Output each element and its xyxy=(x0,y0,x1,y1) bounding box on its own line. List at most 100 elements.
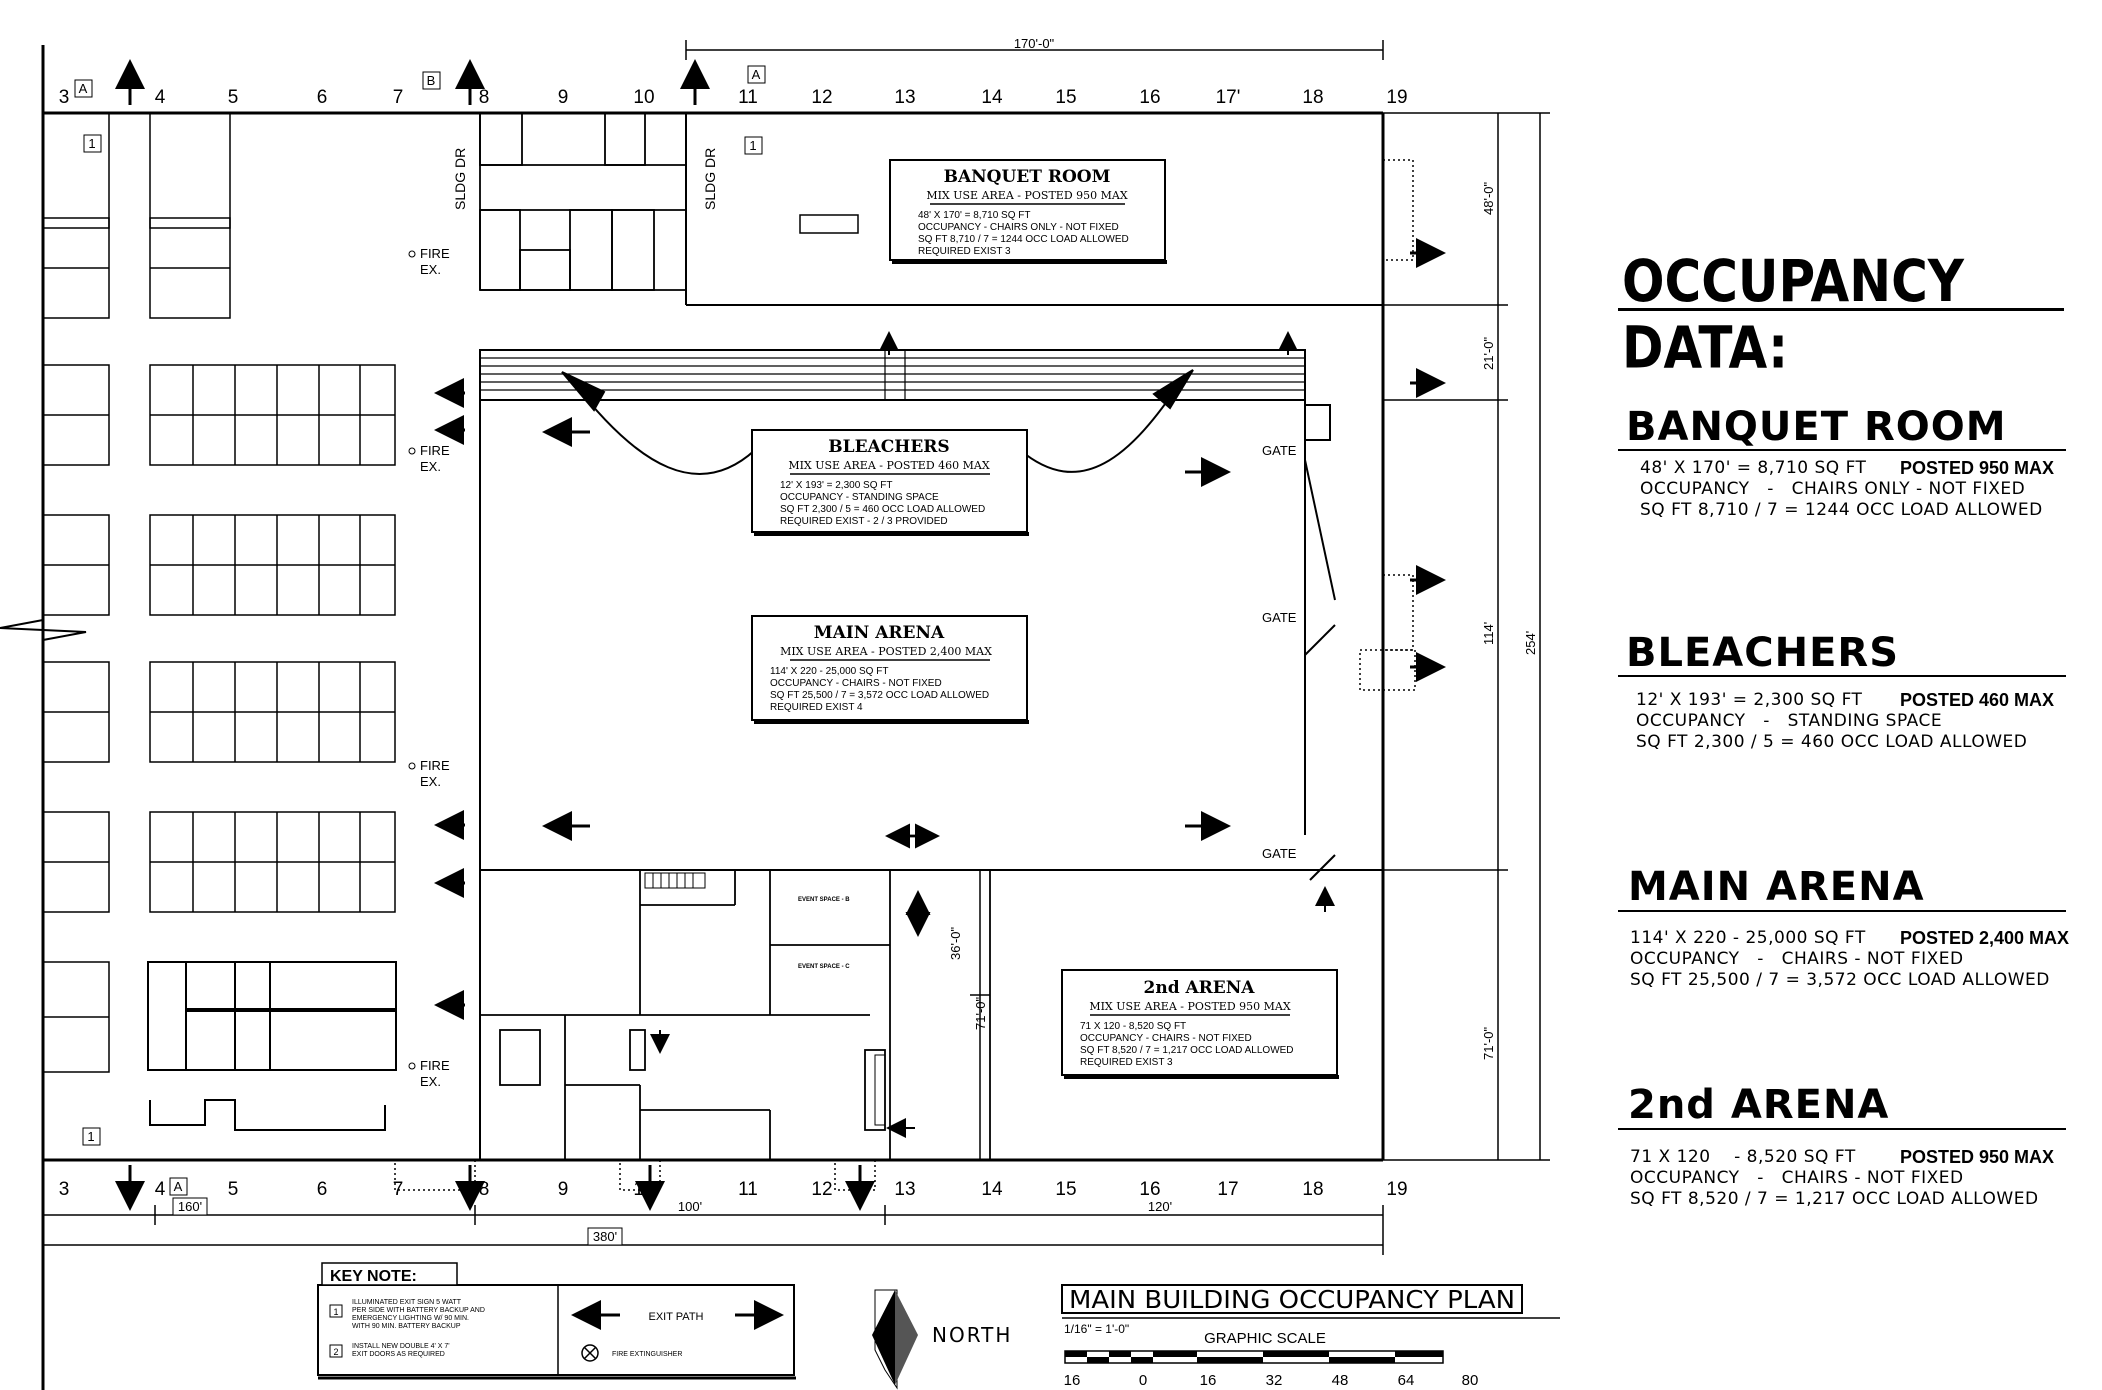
svg-text:1: 1 xyxy=(87,1129,94,1144)
gate-label: GATE xyxy=(1262,846,1297,861)
svg-text:REQUIRED EXIST 3: REQUIRED EXIST 3 xyxy=(918,246,1011,257)
svg-text:A: A xyxy=(752,67,761,82)
exit-arrows xyxy=(115,59,1446,1211)
svg-text:MIX USE AREA - POSTED 950 MAX: MIX USE AREA - POSTED 950 MAX xyxy=(926,189,1128,202)
scale-tick-label: 32 xyxy=(1266,1372,1283,1389)
scale-tick-label: 16 xyxy=(1200,1372,1217,1389)
fire-ex-label: FIRE xyxy=(420,758,450,773)
grid-label-top: 10 xyxy=(633,87,654,108)
svg-text:1/16" = 1'-0": 1/16" = 1'-0" xyxy=(1064,1322,1129,1336)
grid-label-top: 18 xyxy=(1302,87,1323,108)
bleacher-curves xyxy=(561,369,1194,475)
occ-bleachers-title: BLEACHERS xyxy=(1626,630,1900,676)
plan-title-block: MAIN BUILDING OCCUPANCY PLAN 1/16" = 1'-… xyxy=(1061,1284,1560,1347)
svg-text:EXIT PATH: EXIT PATH xyxy=(648,1311,703,1323)
grid-label-top: 3 xyxy=(59,87,70,108)
break-line xyxy=(0,619,87,641)
small-label-tag xyxy=(799,214,859,234)
grid-label-bottom: 8 xyxy=(479,1179,490,1200)
fire-ex-label: EX. xyxy=(420,774,441,789)
svg-text:REQUIRED EXIST 3: REQUIRED EXIST 3 xyxy=(1080,1057,1173,1068)
svg-text:MIX USE AREA - POSTED 950 MAX: MIX USE AREA - POSTED 950 MAX xyxy=(1089,1000,1291,1013)
graphic-scale xyxy=(1064,1350,1444,1364)
grid-label-top: 6 xyxy=(317,87,328,108)
key-note: KEY NOTE: 1 ILLUMINATED EXIT SIGN 5 WATT… xyxy=(317,1262,796,1380)
grid-label-top: 15 xyxy=(1055,87,1076,108)
second-arena-label: 2nd ARENA MIX USE AREA - POSTED 950 MAX … xyxy=(1061,969,1339,1079)
top-dim-label: 170'-0" xyxy=(1014,36,1055,51)
svg-text:SQ FT 8,520 / 7 = 1,217 OCC LO: SQ FT 8,520 / 7 = 1,217 OCC LOAD ALLOWED xyxy=(1080,1045,1294,1056)
grid-label-top: 13 xyxy=(894,87,915,108)
svg-text:114' X 220 - 25,000 SQ FT: 114' X 220 - 25,000 SQ FT xyxy=(770,666,888,677)
grid-label-bottom: 12 xyxy=(811,1179,832,1200)
fire-ex-label: EX. xyxy=(420,262,441,277)
occupancy-heading: OCCUPANCY DATA: xyxy=(1622,248,1964,382)
grid-label-top: 4 xyxy=(155,87,166,108)
fire-extinguisher-icon xyxy=(408,762,416,770)
scale-tick-label: 64 xyxy=(1398,1372,1415,1389)
fire-ex-label: EX. xyxy=(420,1074,441,1089)
svg-text:MIX USE AREA - POSTED 2,400 M: MIX USE AREA - POSTED 2,400 MAX xyxy=(780,645,992,658)
event-space-b: EVENT SPACE - B xyxy=(798,897,850,903)
grid-label-top: 8 xyxy=(479,87,490,108)
dim-21: 21'-0" xyxy=(1481,336,1496,370)
right-dim-lines xyxy=(970,112,1550,1161)
banquet-room-walls xyxy=(479,112,686,291)
occ-main-arena-posted: POSTED 2,400 MAX xyxy=(1900,928,2070,948)
occ-arena2-title: 2nd ARENA xyxy=(1628,1082,1890,1128)
occ-arena2-line1: 71 X 120 - 8,520 SQ FT xyxy=(1630,1147,1856,1167)
building-outline xyxy=(43,111,1385,1162)
occupancy-heading-rule xyxy=(1618,308,2064,311)
occ-bleachers-line1: 12' X 193' = 2,300 SQ FT xyxy=(1636,690,1863,710)
grid-label-top: 16 xyxy=(1139,87,1160,108)
svg-text:BLEACHERS: BLEACHERS xyxy=(828,437,949,457)
grid-label-top: 17' xyxy=(1216,87,1241,108)
svg-text:REQUIRED EXIST - 2 / 3 P: REQUIRED EXIST - 2 / 3 PROVIDED xyxy=(780,516,948,527)
occ-main-arena-line2: OCCUPANCY - CHAIRS - NOT FIXED xyxy=(1630,949,1964,969)
occ-bleachers-line2: OCCUPANCY - STANDING SPACE xyxy=(1636,711,1943,731)
occ-banquet-posted: POSTED 950 MAX xyxy=(1900,458,2055,478)
dim-71-right: 71'-0" xyxy=(1481,1026,1496,1060)
svg-text:1: 1 xyxy=(749,138,756,153)
fire-ex-label: FIRE xyxy=(420,443,450,458)
svg-text:A: A xyxy=(79,81,88,96)
svg-text:MAIN ARENA: MAIN ARENA xyxy=(814,623,945,643)
svg-text:48' X 170' = 8,710 SQ FT: 48' X 170' = 8,710 SQ FT xyxy=(918,210,1031,221)
occ-banquet-line3: SQ FT 8,710 / 7 = 1244 OCC LOAD ALLOWED xyxy=(1640,500,2043,520)
svg-text:MAIN BUILDING OCCUPANCY PLAN: MAIN BUILDING OCCUPANCY PLAN xyxy=(1069,1285,1515,1314)
occ-banquet-line1: 48' X 170' = 8,710 SQ FT xyxy=(1640,458,1867,478)
svg-text:1: 1 xyxy=(333,1307,338,1317)
grid-label-bottom: 5 xyxy=(228,1179,239,1200)
svg-text:71 X 120 - 8,520 SQ FT: 71 X 120 - 8,520 SQ FT xyxy=(1080,1021,1186,1032)
fire-ex-label: EX. xyxy=(420,459,441,474)
occ-main-arena-title: MAIN ARENA xyxy=(1628,864,1925,910)
gate-label: GATE xyxy=(1262,443,1297,458)
dim-48: 48'-0" xyxy=(1481,181,1496,215)
occ-arena2-posted: POSTED 950 MAX xyxy=(1900,1147,2055,1167)
svg-text:GRAPHIC SCALE: GRAPHIC SCALE xyxy=(1204,1330,1326,1347)
svg-text:1: 1 xyxy=(88,136,95,151)
north-arrow-icon xyxy=(872,1289,918,1390)
double-arrows xyxy=(885,823,940,937)
svg-text:SQ FT 2,300 / 5 = 460 OCC LOAD: SQ FT 2,300 / 5 = 460 OCC LOAD ALLOWED xyxy=(780,504,985,515)
dim-160: 160' xyxy=(178,1199,202,1214)
grid-label-bottom: 15 xyxy=(1055,1179,1076,1200)
stairs xyxy=(644,872,886,1126)
grid-label-bottom: 13 xyxy=(894,1179,915,1200)
main-arena-label: MAIN ARENA MIX USE AREA - POSTED 2,400 M… xyxy=(751,615,1029,724)
fire-extinguisher-icon xyxy=(408,1062,416,1070)
lower-rooms xyxy=(480,870,991,1160)
gate-labels: GATE GATE GATE xyxy=(1262,443,1297,861)
svg-text:INSTALL NEW DOUBLE 4' X 7'EXIT: INSTALL NEW DOUBLE 4' X 7'EXIT DOORS AS … xyxy=(352,1343,450,1358)
svg-text:OCCUPANCY - CHAIRS ONLY -: OCCUPANCY - CHAIRS ONLY - NOT FIXED xyxy=(918,222,1119,233)
fire-extinguisher-icon xyxy=(408,447,416,455)
svg-text:B: B xyxy=(427,73,436,88)
grid-label-bottom: 14 xyxy=(981,1179,1003,1200)
gate-label: GATE xyxy=(1262,610,1297,625)
dim-120: 120' xyxy=(1148,1199,1172,1214)
grid-label-bottom: 6 xyxy=(317,1179,328,1200)
occ-arena2-line2: OCCUPANCY - CHAIRS - NOT FIXED xyxy=(1630,1168,1964,1188)
svg-text:KEY NOTE:: KEY NOTE: xyxy=(330,1268,417,1285)
